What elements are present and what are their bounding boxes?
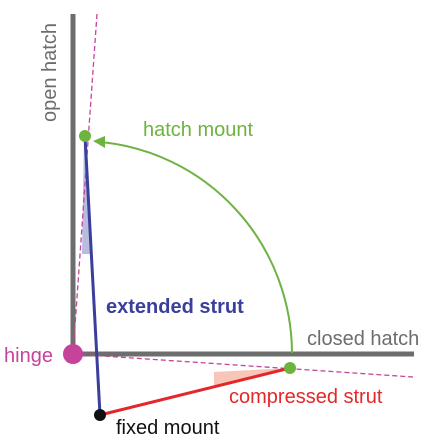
- open-hatch-label: open hatch: [39, 23, 61, 122]
- closed-hatch-label: closed hatch: [307, 328, 419, 350]
- hinge-point: [63, 344, 83, 364]
- extended-strut-label: extended strut: [106, 296, 244, 318]
- closed-hatch-reference-line: [72, 353, 414, 378]
- hatch-mount-closed-point: [284, 362, 296, 374]
- hatch-mount-label: hatch mount: [143, 119, 254, 141]
- extended-strut: [83, 135, 102, 416]
- hinge-label: hinge: [4, 345, 53, 367]
- open-hatch-reference-line: [72, 13, 98, 355]
- hatch-mount-open-point: [79, 130, 91, 142]
- compressed-strut: [99, 366, 291, 417]
- hatch-swing-arrowhead: [93, 136, 105, 148]
- compressed-strut-label: compressed strut: [229, 386, 383, 408]
- hatch-swing-arc: [99, 141, 293, 354]
- fixed-mount-point: [94, 409, 106, 421]
- fixed-mount-label: fixed mount: [116, 417, 220, 439]
